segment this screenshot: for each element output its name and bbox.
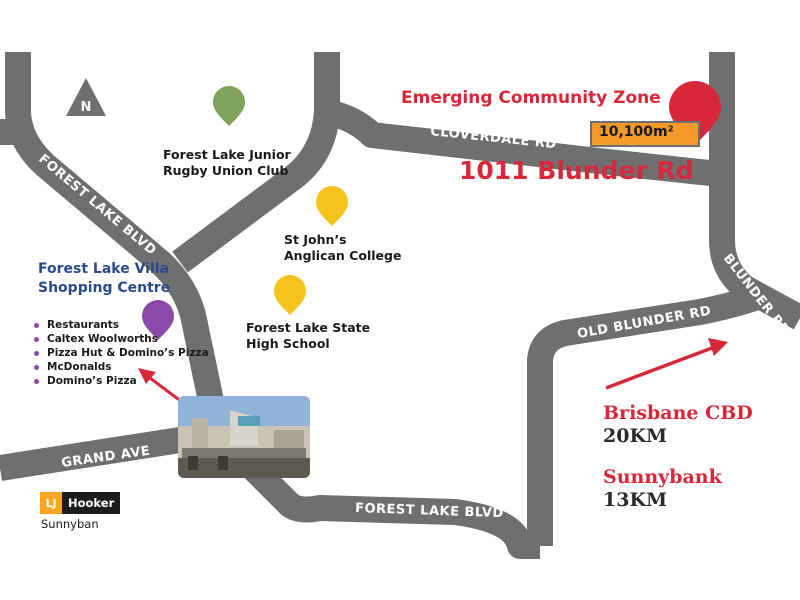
st-johns-pin-icon (316, 186, 348, 226)
lj-hooker-logo: LJ Hooker (40, 492, 121, 514)
state-high-name-line2: High School (246, 336, 330, 351)
amenity-item: Caltex Woolworths (34, 332, 209, 346)
logo-text: Hooker (62, 492, 121, 514)
bullet-icon (34, 322, 39, 328)
bullet-icon (34, 364, 39, 370)
road-cloverdale-rd (323, 99, 724, 187)
amenity-item: McDonalds (34, 360, 209, 374)
distance-brisbane-name: Brisbane CBD (603, 402, 753, 424)
office-name: Sunnyban (41, 517, 99, 531)
logo-mark: LJ (40, 492, 62, 514)
amenity-label: Restaurants (47, 319, 120, 331)
st-johns-name-line1: St John’s (284, 232, 347, 247)
rugby-club-label: Forest Lake Junior Rugby Union Club (163, 147, 291, 179)
distance-brisbane: Brisbane CBD 20KM (603, 402, 753, 448)
road-label-forest-lake-blvd-west: FOREST LAKE BLVD (35, 152, 159, 259)
area-label: 10,100m² (599, 124, 674, 140)
shopping-centre-photo (178, 396, 310, 478)
st-johns-label: St John’s Anglican College (284, 232, 401, 264)
shopping-centre-title-line1: Forest Lake Villa (38, 261, 170, 277)
bullet-icon (34, 336, 39, 342)
st-johns-name-line2: Anglican College (284, 248, 402, 263)
state-high-label: Forest Lake State High School (246, 320, 370, 352)
amenity-label: Caltex Woolworths (47, 333, 159, 345)
north-arrow: N (66, 78, 106, 116)
amenity-item: Domino’s Pizza (34, 374, 209, 388)
property-address: 1011 Blunder Rd (459, 156, 694, 185)
shopping-centre-title-line2: Shopping Centre (38, 280, 171, 296)
distance-sunnybank-name: Sunnybank (603, 466, 722, 488)
amenity-item: Pizza Hut & Domino’s Pizza (34, 346, 209, 360)
road-network (0, 52, 800, 559)
distance-brisbane-km: 20KM (603, 425, 667, 447)
area-badge (590, 121, 700, 147)
direction-arrow-icon (605, 338, 728, 390)
road-forest-lake-blvd-south (230, 445, 540, 559)
zone-label: Emerging Community Zone (401, 88, 661, 108)
amenities-list: Restaurants Caltex Woolworths Pizza Hut … (34, 318, 209, 388)
road-old-blunder-rd (527, 283, 765, 546)
road-forest-lake-blvd-north (172, 52, 340, 273)
state-high-name-line1: Forest Lake State (246, 320, 371, 335)
shopping-centre-pin-icon (142, 300, 174, 340)
road-label-forest-lake-blvd-south: FOREST LAKE BLVD (355, 501, 504, 521)
amenity-label: Domino’s Pizza (47, 375, 137, 387)
bullet-icon (34, 350, 39, 356)
amenity-label: Pizza Hut & Domino’s Pizza (47, 347, 209, 359)
amenity-label: McDonalds (47, 361, 112, 373)
shopping-centre-title: Forest Lake Villa Shopping Centre (38, 260, 170, 298)
amenity-item: Restaurants (34, 318, 209, 332)
rugby-club-name-line1: Forest Lake Junior (163, 147, 291, 162)
state-high-pin-icon (274, 275, 306, 315)
distance-sunnybank: Sunnybank 13KM (603, 466, 722, 512)
road-grand-ave (0, 427, 182, 481)
bullet-icon (34, 378, 39, 384)
rugby-club-name-line2: Rugby Union Club (163, 163, 289, 178)
rugby-club-pin-icon (213, 86, 245, 126)
distance-sunnybank-km: 13KM (603, 489, 667, 511)
north-arrow-icon (66, 78, 106, 116)
north-label: N (81, 100, 92, 115)
